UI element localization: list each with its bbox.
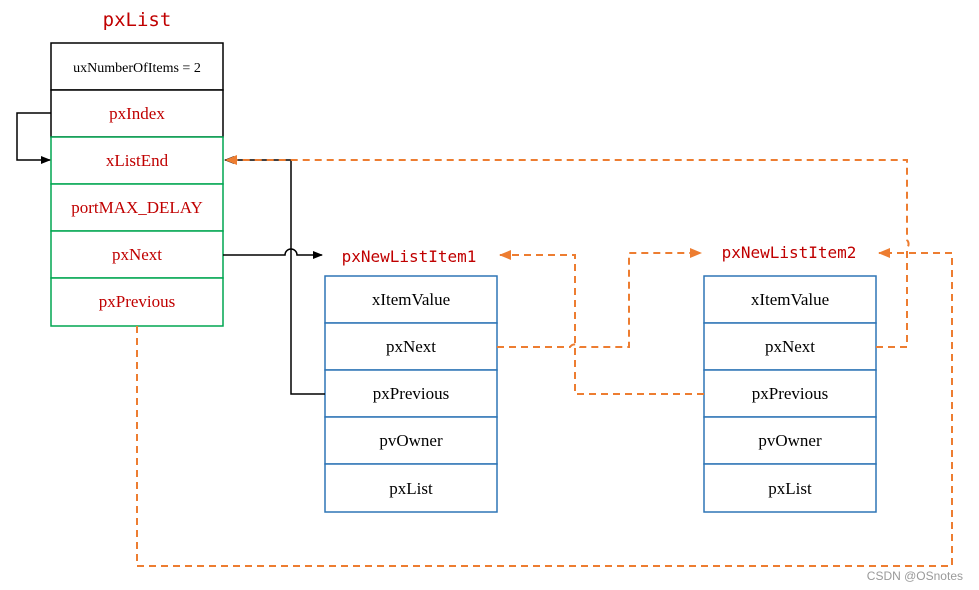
list-previous-label: pxPrevious xyxy=(99,292,176,311)
item1-next-cell xyxy=(324,322,498,371)
list-delay-cell xyxy=(50,183,224,232)
item2-list-cell xyxy=(703,463,877,513)
orange-arrows xyxy=(136,155,953,567)
item1-value-label: xItemValue xyxy=(372,290,450,309)
item2-next-label: pxNext xyxy=(765,337,815,356)
item1-previous-label: pxPrevious xyxy=(373,384,450,403)
item2-cells xyxy=(703,275,877,513)
item1-list-cell xyxy=(324,463,498,513)
item1-next-label: pxNext xyxy=(386,337,436,356)
item1-next-to-item2-arrow xyxy=(497,248,702,348)
item1-previous-to-end-arrow xyxy=(224,156,325,395)
list-header-cells xyxy=(50,42,224,138)
item2-value-cell xyxy=(703,275,877,324)
list-delay-label: portMAX_DELAY xyxy=(71,198,203,217)
item2-list-label: pxList xyxy=(768,479,812,498)
list-index-label: pxIndex xyxy=(109,104,165,123)
item1-title: pxNewListItem1 xyxy=(342,247,477,266)
item1-list-label: pxList xyxy=(389,479,433,498)
item2-previous-cell xyxy=(703,369,877,418)
list-end-cell xyxy=(50,136,224,185)
list-count-cell xyxy=(50,42,224,91)
item1-owner-label: pvOwner xyxy=(379,431,443,450)
item2-value-label: xItemValue xyxy=(751,290,829,309)
item2-next-to-end-arrow xyxy=(225,155,910,348)
item2-previous-to-item1-arrow xyxy=(499,250,704,395)
list-previous-to-item2-arrow xyxy=(136,248,953,567)
list-next-label: pxNext xyxy=(112,245,162,264)
list-index-cell xyxy=(50,89,224,138)
list-end-cells xyxy=(50,136,224,327)
item2-title: pxNewListItem2 xyxy=(722,243,857,262)
index-to-end-arrow xyxy=(16,112,51,164)
list-next-to-item1-arrow xyxy=(223,248,323,259)
list-title: pxList xyxy=(103,9,172,31)
list-end-label: xListEnd xyxy=(106,151,169,170)
list-count-label: uxNumberOfItems = 2 xyxy=(73,61,201,76)
watermark: CSDN @OSnotes xyxy=(867,569,963,583)
item1-owner-cell xyxy=(324,416,498,465)
list-previous-cell xyxy=(50,277,224,327)
item2-owner-label: pvOwner xyxy=(758,431,822,450)
item2-previous-label: pxPrevious xyxy=(752,384,829,403)
